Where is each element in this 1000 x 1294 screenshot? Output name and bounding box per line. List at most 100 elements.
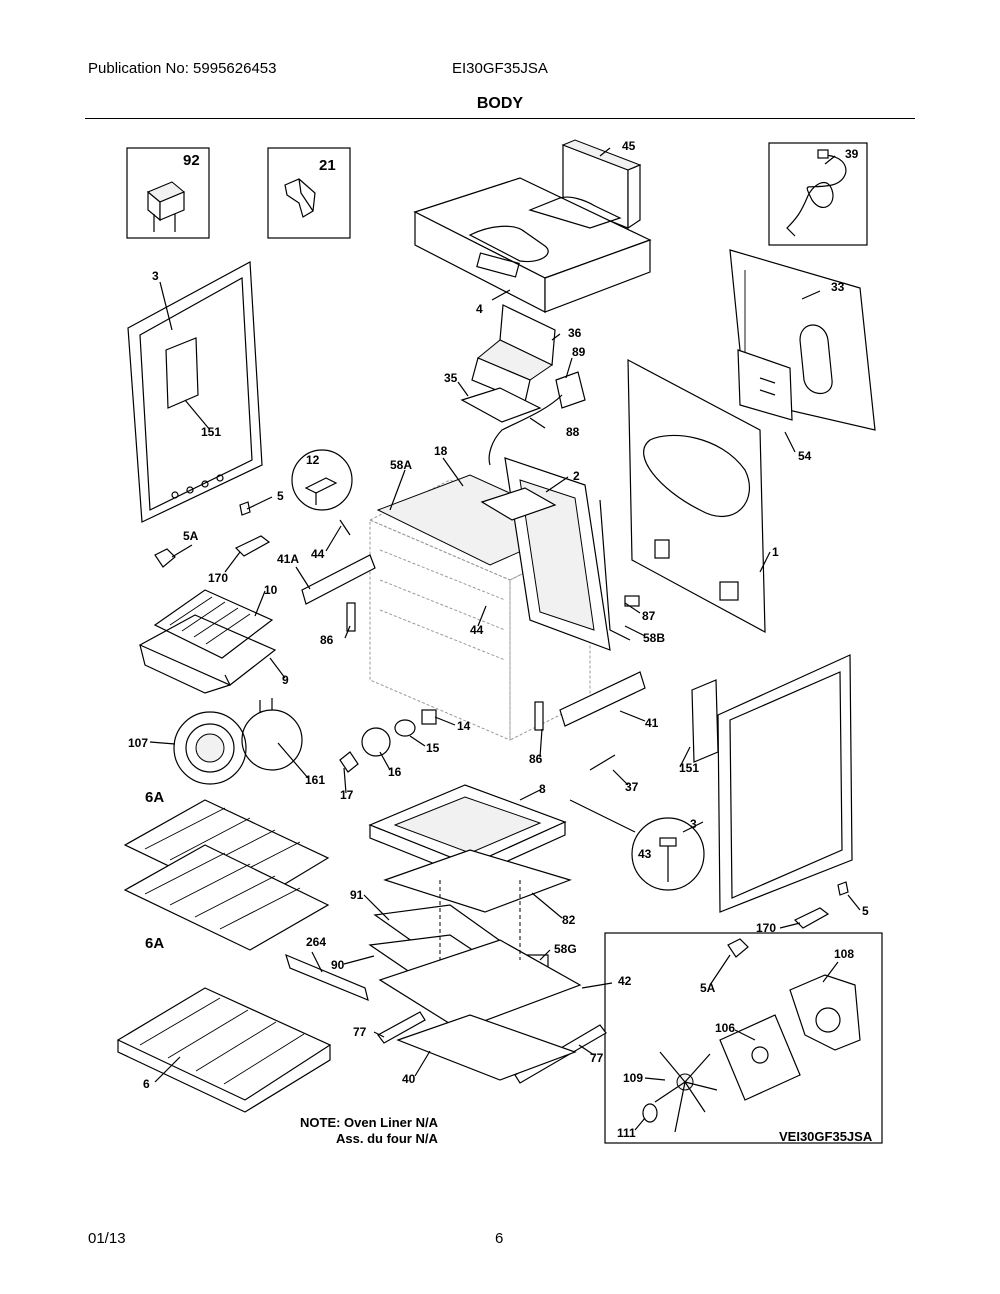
part-109-fan-blade [654, 1051, 718, 1133]
part-42-tray [378, 939, 582, 1031]
callout-91: 91 [350, 888, 364, 902]
inset-box-92 [126, 147, 210, 239]
callout-10: 10 [264, 583, 278, 597]
leader-43 [569, 799, 636, 833]
part-86-clip-left [346, 602, 356, 632]
part-14-socket [421, 709, 437, 725]
callout-1: 1 [772, 545, 779, 559]
part-264-strip [285, 953, 369, 1002]
callout-41A: 41A [277, 552, 299, 566]
callout-170-right: 170 [756, 921, 776, 935]
callout-16: 16 [388, 765, 402, 779]
part-107-convection-cover [173, 711, 247, 785]
callout-6: 6 [143, 1077, 150, 1091]
part-161-convection-element [241, 698, 303, 771]
assembly-guides [439, 880, 521, 960]
part-21-clip [284, 178, 316, 218]
section-title: BODY [476, 95, 524, 112]
part-89-bracket [488, 371, 586, 466]
callout-151-right: 151 [679, 761, 699, 775]
callout-58B: 58B [643, 631, 665, 645]
part-41-bracket [559, 671, 646, 727]
note-line-1: NOTE: Oven Liner N/A [300, 1115, 438, 1130]
callout-161: 161 [305, 773, 325, 787]
part-36-duct [471, 304, 556, 403]
callout-18: 18 [434, 444, 448, 458]
callout-106: 106 [715, 1021, 735, 1035]
callout-86-mid: 86 [529, 752, 543, 766]
callout-17: 17 [340, 788, 354, 802]
callout-36: 36 [568, 326, 582, 340]
callout-89: 89 [572, 345, 586, 359]
callout-15: 15 [426, 741, 440, 755]
part-92-capacitor [147, 181, 185, 232]
callout-8: 8 [539, 782, 546, 796]
callout-43: 43 [638, 847, 652, 861]
part-15-bulb [394, 719, 416, 737]
part-2-front-frame [480, 457, 611, 651]
part-9-broil-pan [138, 614, 277, 694]
part-1-rear-frame [627, 358, 766, 634]
callout-41: 41 [645, 716, 659, 730]
part-58B-gasket [599, 499, 631, 641]
part-87-connector [624, 595, 640, 607]
part-5A-bracket-left [154, 548, 176, 568]
callout-42: 42 [618, 974, 632, 988]
callout-5A-right: 5A [700, 981, 716, 995]
part-40-drawer-panel [396, 1014, 577, 1081]
callout-2: 2 [573, 469, 580, 483]
part-12-inset-circle [291, 449, 353, 511]
part-6A-rack-top [123, 799, 330, 906]
callout-45: 45 [622, 139, 636, 153]
callout-9: 9 [282, 673, 289, 687]
part-3-left-side-panel [127, 261, 263, 523]
callout-87: 87 [642, 609, 656, 623]
footer-date: 01/13 [88, 1230, 126, 1247]
part-4-top-panel [413, 177, 652, 313]
part-16-lens [361, 727, 391, 757]
callout-5-left: 5 [277, 489, 284, 503]
callout-3-right: 3 [690, 817, 697, 831]
part-41A-bracket [301, 554, 376, 605]
callout-107: 107 [128, 736, 148, 750]
inset-box-39 [768, 142, 868, 246]
callout-109: 109 [623, 1071, 643, 1085]
part-82-shield [383, 849, 572, 913]
callout-58A: 58A [390, 458, 412, 472]
part-108-fan-housing [789, 974, 861, 1051]
part-111-nut [642, 1103, 658, 1123]
inset-box-21 [267, 147, 351, 239]
callout-3-left: 3 [152, 269, 159, 283]
callout-5A-left: 5A [183, 529, 199, 543]
callout-44-left: 44 [311, 547, 325, 561]
header-rule [85, 118, 915, 119]
callout-92: 92 [183, 152, 200, 169]
part-151-bracket-right [691, 679, 719, 763]
callout-21: 21 [319, 157, 336, 174]
callout-86-left: 86 [320, 633, 334, 647]
part-6A-rack-bottom [123, 844, 330, 951]
note-line-2: Ass. du four N/A [336, 1131, 438, 1146]
part-5-screw-right [837, 881, 849, 896]
callout-77-left: 77 [353, 1025, 367, 1039]
callout-88: 88 [566, 425, 580, 439]
part-5-screw-left [239, 501, 251, 516]
part-44-screw-left [339, 519, 351, 536]
callout-37: 37 [625, 780, 639, 794]
callout-151-left: 151 [201, 425, 221, 439]
callout-264: 264 [306, 935, 326, 949]
part-106-fan-bracket [719, 1014, 801, 1101]
callout-33: 33 [831, 280, 845, 294]
part-6-drawer-rack [116, 987, 332, 1113]
part-10-broil-pan-grid [153, 589, 274, 659]
callout-111: 111 [617, 1126, 636, 1140]
fan-inset-box [604, 932, 883, 1144]
part-170-hinge-left [234, 535, 271, 557]
part-77-rail-left [377, 1011, 426, 1044]
callout-14: 14 [457, 719, 471, 733]
callout-58G: 58G [554, 942, 577, 956]
part-5A-bracket-right [727, 938, 749, 958]
page-number: 6 [495, 1230, 504, 1247]
callout-6A-top: 6A [145, 789, 164, 806]
callout-77-right: 77 [590, 1051, 604, 1065]
